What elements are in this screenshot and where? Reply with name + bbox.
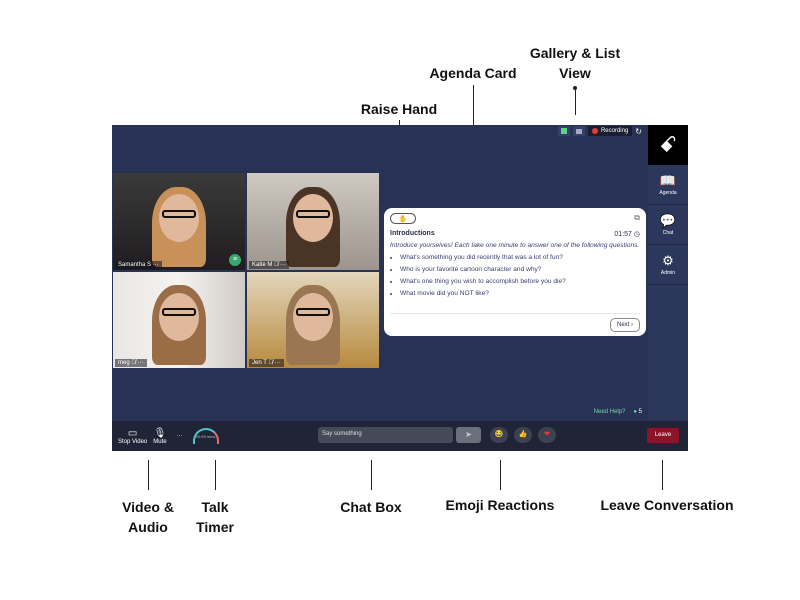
participant-name: Samantha S ··· (115, 260, 162, 269)
sidebar: ꗃ 📖Agenda 💬Chat ⚙Admin (648, 125, 688, 421)
sidebar-item-admin[interactable]: ⚙Admin (648, 245, 688, 285)
raise-hand-button[interactable]: ✋ (390, 213, 416, 224)
question-item: What's something you did recently that w… (400, 252, 640, 264)
annotation-raise-hand: Raise Hand (360, 101, 438, 117)
agenda-title: Introductions (390, 230, 435, 237)
gallery-view-button[interactable] (557, 126, 570, 136)
bottom-bar: ▭Stop Video 🎙Mute ··· 00:59 mins Say som… (112, 421, 688, 451)
chat-input[interactable]: Say something (318, 427, 453, 443)
video-grid: ≡ Samantha S ··· Katie M 🎙̸ ··· meg 🎙̸ ·… (113, 173, 379, 368)
sidebar-item-chat[interactable]: 💬Chat (648, 205, 688, 245)
annotation-gallery: Gallery & List View (529, 45, 621, 81)
annotation-chat-box: Chat Box (340, 499, 402, 515)
agenda-card: ✋ ⧉ Introductions 01:57 ◷ Introduce your… (384, 208, 646, 336)
speaking-icon: ≡ (229, 253, 241, 266)
video-tile[interactable]: Katie M 🎙̸ ··· (247, 173, 379, 270)
participant-name: meg 🎙̸ ··· (115, 359, 147, 367)
mute-button[interactable]: 🎙Mute (153, 427, 167, 445)
chat-icon: 💬 (659, 212, 677, 228)
talk-timer: 00:59 mins (192, 428, 219, 444)
hand-icon: ✋ (398, 215, 408, 223)
camera-icon: ▭ (127, 427, 138, 439)
gear-icon: ⚙ (662, 252, 674, 268)
question-item: What's one thing you wish to accomplish … (400, 276, 640, 288)
question-item: What movie did you NOT like? (400, 288, 640, 300)
book-icon: 📖 (659, 172, 677, 188)
agenda-intro: Introduce yourselves! Each take one minu… (390, 242, 640, 249)
stop-video-button[interactable]: ▭Stop Video (118, 427, 148, 445)
video-tile[interactable]: Jen T 🎙̸ ··· (247, 271, 379, 368)
annotation-talk-timer: Talk Timer (196, 499, 234, 535)
annotation-agenda: Agenda Card (429, 65, 517, 81)
person-icon: ● (633, 409, 637, 415)
participant-name: Katie M 🎙̸ ··· (249, 260, 290, 269)
annotation-leave: Leave Conversation (600, 497, 734, 513)
emoji-laugh-button[interactable]: 😂 (490, 427, 508, 443)
video-tile[interactable]: meg 🎙̸ ··· (113, 271, 245, 368)
video-call-app: Recording ↻ ≡ Samantha S ··· Katie M 🎙̸ … (112, 125, 688, 451)
emoji-thumbs-up-button[interactable]: 👍 (514, 427, 532, 443)
popout-icon[interactable]: ⧉ (634, 213, 640, 222)
logo: ꗃ (648, 125, 688, 165)
question-item: Who is your favorite cartoon character a… (400, 264, 640, 276)
next-button[interactable]: Next › (609, 318, 640, 332)
participant-name: Jen T 🎙̸ ··· (249, 359, 284, 367)
agenda-timer: 01:57 (614, 231, 632, 238)
emoji-heart-button[interactable]: ❤ (538, 427, 556, 443)
clock-icon: ◷ (633, 231, 640, 238)
sidebar-item-agenda[interactable]: 📖Agenda (648, 165, 688, 205)
annotation-emoji: Emoji Reactions (445, 497, 555, 513)
leave-button[interactable]: Leave (647, 428, 679, 443)
record-dot-icon (591, 128, 598, 134)
more-button[interactable]: ··· (176, 433, 183, 439)
refresh-icon[interactable]: ↻ (635, 126, 642, 136)
annotation-video-audio: Video & Audio (122, 499, 174, 535)
need-help-link[interactable]: Need Help? (593, 409, 626, 415)
list-view-button[interactable] (572, 126, 585, 136)
send-button[interactable]: ➤ (456, 427, 481, 443)
recording-indicator: Recording (587, 126, 633, 136)
participant-count[interactable]: ● 5 (633, 409, 642, 415)
microphone-icon: 🎙 (153, 427, 167, 439)
video-tile[interactable]: ≡ Samantha S ··· (113, 173, 245, 270)
